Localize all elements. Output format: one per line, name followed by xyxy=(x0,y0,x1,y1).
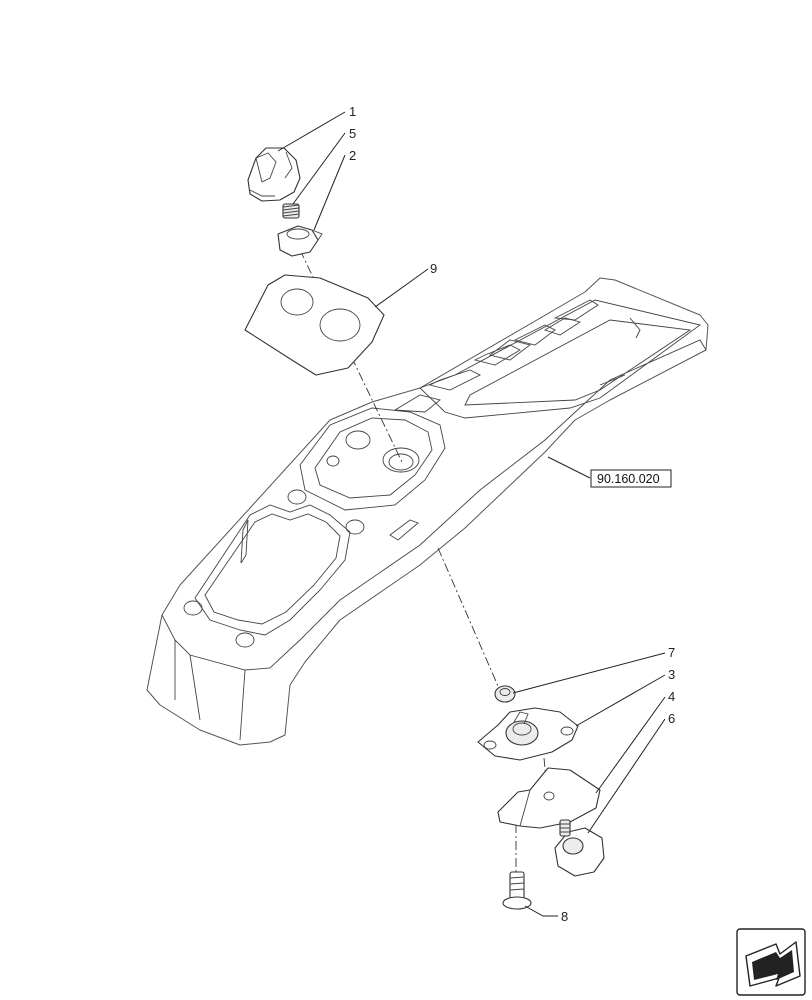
leader-ref xyxy=(547,456,591,479)
leader-9 xyxy=(374,268,429,308)
part-knob-cap xyxy=(247,147,301,202)
leader-1 xyxy=(277,111,346,152)
assembly-axis-lower xyxy=(437,547,499,687)
leader-8 xyxy=(524,905,558,917)
part-bolt xyxy=(502,871,532,910)
callout-9: 9 xyxy=(430,261,437,276)
part-rotary-knob xyxy=(554,819,605,877)
reference-box: 90.160.020 xyxy=(590,469,672,488)
part-cover-plate xyxy=(244,274,385,376)
leader-6 xyxy=(587,718,666,834)
next-page-arrow-icon[interactable] xyxy=(736,928,806,996)
callout-6: 6 xyxy=(668,711,675,726)
callout-3: 3 xyxy=(668,667,675,682)
leader-2 xyxy=(313,154,346,231)
part-bracket xyxy=(497,767,601,829)
reference-label: 90.160.020 xyxy=(597,472,660,486)
leader-3 xyxy=(575,674,666,727)
callout-2: 2 xyxy=(349,148,356,163)
leader-4 xyxy=(595,696,666,794)
leader-5 xyxy=(292,132,346,205)
callout-8: 8 xyxy=(561,909,568,924)
part-shaft-adapter xyxy=(277,225,323,257)
part-switch-flange xyxy=(477,707,579,761)
callout-7: 7 xyxy=(668,645,675,660)
callout-1: 1 xyxy=(349,104,356,119)
callout-5: 5 xyxy=(349,126,356,141)
part-spring xyxy=(282,203,300,219)
console-housing xyxy=(146,277,709,746)
callout-4: 4 xyxy=(668,689,675,704)
part-nut xyxy=(494,685,516,703)
leader-7 xyxy=(512,652,666,694)
